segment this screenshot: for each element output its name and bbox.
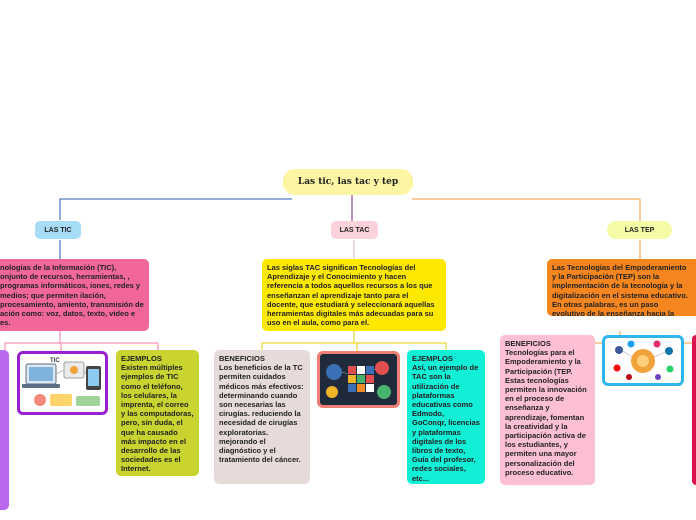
root-topic[interactable]: Las tic, las tac y tep — [283, 169, 413, 195]
tic-purple-node[interactable] — [0, 350, 9, 510]
tac-illustration — [320, 354, 397, 405]
tac-definition[interactable]: Las siglas TAC significan Tecnologías de… — [262, 259, 446, 331]
root-topic-label: Las tic, las tac y tep — [297, 177, 399, 187]
tac-benefits[interactable]: BENEFICIOS Los beneficios de la TC permi… — [214, 350, 310, 484]
tic-examples[interactable]: EJEMPLOS Existen múltiples ejemplos de T… — [116, 350, 199, 476]
tep-crimson-node[interactable] — [692, 335, 696, 485]
tac-examples-text: Así, un ejemplo de TAC son la utilizació… — [412, 363, 480, 483]
tic-examples-text: Existen múltiples ejemplos de TIC como e… — [121, 363, 194, 474]
connector-tic-children — [4, 331, 159, 351]
branch-label-tic[interactable]: LAS TIC — [35, 221, 81, 239]
tic-image-label: TIC — [50, 358, 60, 364]
branch-label-tac-text: LAS TAC — [339, 226, 370, 234]
tac-image-card[interactable] — [317, 351, 400, 408]
connector-root-tep — [412, 198, 641, 221]
tep-definition-text: Las Tecnologías del Empoderamiento y la … — [552, 263, 688, 316]
tep-benefits-heading: BENEFICIOS — [505, 339, 551, 348]
tic-definition[interactable]: nologías de la Información (TIC), onjunt… — [0, 259, 149, 331]
tac-definition-text: Las siglas TAC significan Tecnologías de… — [267, 263, 435, 328]
tep-illustration — [613, 340, 674, 380]
branch-label-tac[interactable]: LAS TAC — [331, 221, 378, 239]
tac-examples[interactable]: EJEMPLOS Así, un ejemplo de TAC son la u… — [407, 350, 485, 484]
tac-benefits-text: Los beneficios de la TC permiten cuidado… — [219, 363, 304, 465]
tep-benefits[interactable]: BENEFICIOS Tecnologías para el Empoderam… — [500, 335, 595, 485]
connector-tac-children — [261, 331, 447, 351]
connector-root-tic — [59, 198, 292, 220]
branch-label-tic-text: LAS TIC — [44, 226, 72, 234]
tep-benefits-text: Tecnologías para el Empoderamiento y la … — [505, 348, 587, 477]
tic-definition-text: nologías de la Información (TIC), onjunt… — [0, 263, 144, 328]
tic-illustration — [22, 361, 101, 406]
tep-image-card[interactable] — [602, 335, 684, 386]
branch-label-tep[interactable]: LAS TEP — [607, 221, 672, 239]
tac-examples-heading: EJEMPLOS — [412, 354, 453, 363]
branch-label-tep-text: LAS TEP — [624, 226, 655, 234]
tic-examples-heading: EJEMPLOS — [121, 354, 162, 363]
tac-benefits-heading: BENEFICIOS — [219, 354, 265, 363]
tep-definition[interactable]: Las Tecnologías del Empoderamiento y la … — [547, 259, 696, 316]
tic-image-card[interactable]: TIC — [17, 351, 108, 415]
